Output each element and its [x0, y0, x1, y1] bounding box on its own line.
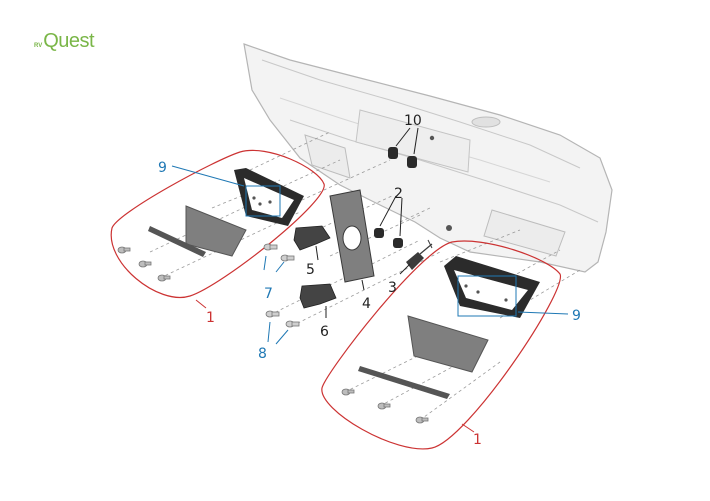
vehicle-left-recess	[304, 134, 351, 179]
mounting-plate	[329, 189, 375, 283]
bolt-set-8	[265, 310, 300, 328]
callout-8: 8	[258, 346, 267, 362]
logo-prefix: RV	[34, 43, 43, 49]
vehicle-mount-hole-1	[429, 135, 435, 141]
right-gasket-plate	[407, 315, 489, 373]
callout-2: 2	[394, 186, 403, 202]
vehicle-body	[243, 43, 613, 273]
callout-5: 5	[306, 262, 315, 278]
callout-7: 7	[264, 286, 273, 302]
logo-name: Quest	[43, 30, 95, 52]
callout-9-left: 9	[158, 160, 167, 176]
left-trim-bezel	[234, 168, 304, 226]
callout-4: 4	[362, 296, 371, 312]
right-bezel-screws	[464, 284, 508, 302]
upper-bracket	[293, 225, 331, 251]
wire-connector	[406, 239, 433, 270]
leader-lines	[171, 127, 569, 433]
brand-logo: RV Quest	[34, 30, 95, 53]
callout-10: 10	[404, 113, 422, 129]
right-bezel-detail-box	[457, 275, 517, 317]
bolt-set-7	[263, 243, 295, 262]
left-bezel-detail-box	[245, 185, 281, 217]
callout-1-right: 1	[473, 432, 482, 448]
callout-6: 6	[320, 324, 329, 340]
left-group-outline	[110, 149, 325, 299]
left-bezel-screws	[252, 196, 272, 206]
left-mounting-strip	[148, 226, 206, 257]
spacers	[374, 228, 403, 248]
vehicle-rear-light	[471, 116, 501, 128]
vehicle-body-contour-1	[261, 59, 581, 169]
vehicle-mount-hole-2	[446, 225, 452, 231]
callout-9-right: 9	[572, 308, 581, 324]
lower-bracket	[299, 283, 337, 309]
bushings	[388, 147, 417, 168]
callout-1-left: 1	[206, 310, 215, 326]
right-group-screws	[341, 388, 429, 424]
vehicle-body-contour-2	[289, 119, 599, 223]
right-mounting-strip	[358, 366, 450, 399]
callout-3: 3	[388, 280, 397, 296]
vehicle-center-panel	[355, 109, 471, 173]
right-group-outline	[321, 240, 561, 450]
left-group-screws	[117, 246, 171, 282]
left-gasket-plate	[185, 205, 247, 257]
vehicle-right-recess	[483, 209, 566, 257]
